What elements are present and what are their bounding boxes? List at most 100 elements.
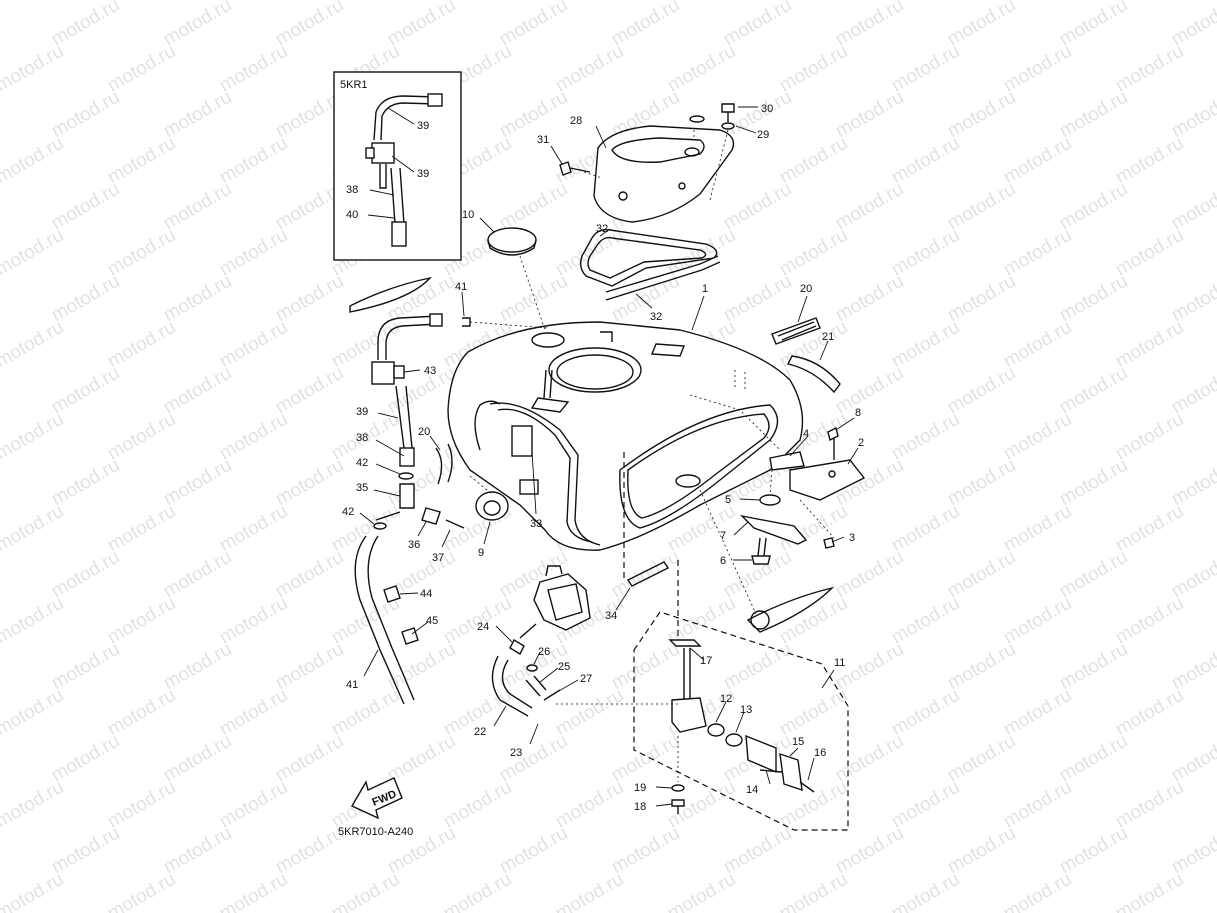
watermark-text: motod.ru — [48, 731, 123, 787]
callout-13: 13 — [740, 704, 752, 716]
watermark-text: motod.ru — [1112, 41, 1187, 97]
callout-4: 4 — [803, 428, 809, 440]
watermark-text: motod.ru — [832, 0, 907, 50]
watermark-text: motod.ru — [832, 179, 907, 235]
watermark-text: motod.ru — [104, 225, 179, 281]
watermark-text: motod.ru — [1056, 639, 1131, 695]
watermark-text: motod.ru — [0, 225, 67, 281]
watermark-text: motod.ru — [160, 363, 235, 419]
watermark-text: motod.ru — [216, 317, 291, 373]
watermark-text: motod.ru — [1056, 0, 1131, 50]
watermark-text: motod.ru — [1000, 41, 1075, 97]
watermark-text: motod.ru — [48, 547, 123, 603]
watermark-text: motod.ru — [384, 731, 459, 787]
watermark-text: motod.ru — [1000, 869, 1075, 913]
watermark-text: motod.ru — [0, 0, 67, 4]
watermark-text: motod.ru — [888, 593, 963, 649]
callout-35: 35 — [356, 482, 368, 494]
watermark-text: motod.ru — [104, 133, 179, 189]
callout-26: 26 — [538, 646, 550, 658]
watermark-text: motod.ru — [944, 87, 1019, 143]
strap — [626, 561, 670, 587]
watermark-text: motod.ru — [496, 0, 571, 50]
callout-15: 15 — [792, 736, 804, 748]
watermark-text: motod.ru — [944, 363, 1019, 419]
watermark-text: motod.ru — [272, 823, 347, 879]
watermark-text: motod.ru — [608, 0, 683, 50]
watermark-text: motod.ru — [496, 731, 571, 787]
watermark-text: motod.ru — [1000, 593, 1075, 649]
callout-3: 3 — [849, 532, 855, 544]
watermark-text: motod.ru — [1000, 777, 1075, 833]
callout-5: 5 — [725, 494, 731, 506]
callout-39: 39 — [356, 406, 368, 418]
watermark-text: motod.ru — [944, 0, 1019, 50]
watermark-text: motod.ru — [1000, 409, 1075, 465]
watermark-text: motod.ru — [160, 731, 235, 787]
watermark-text: motod.ru — [776, 133, 851, 189]
watermark-text: motod.ru — [48, 639, 123, 695]
watermark-text: motod.ru — [1056, 363, 1131, 419]
watermark-text: motod.ru — [1000, 133, 1075, 189]
watermark-text: motod.ru — [216, 501, 291, 557]
callout-14: 14 — [746, 784, 758, 796]
watermark-text: motod.ru — [776, 225, 851, 281]
watermark-text: motod.ru — [272, 639, 347, 695]
callout-33: 33 — [530, 518, 542, 530]
watermark-text: motod.ru — [216, 41, 291, 97]
watermark-text: motod.ru — [1112, 225, 1187, 281]
inset-5kr1: 5KR1 39 39 38 40 — [333, 71, 462, 261]
watermark-text: motod.ru — [272, 547, 347, 603]
watermark-text: motod.ru — [944, 823, 1019, 879]
watermark-text: motod.ru — [160, 823, 235, 879]
watermark-text: motod.ru — [832, 363, 907, 419]
watermark-text: motod.ru — [48, 271, 123, 327]
watermark-text: motod.ru — [944, 547, 1019, 603]
watermark-text: motod.ru — [720, 639, 795, 695]
callout-2: 2 — [858, 437, 864, 449]
watermark-text: motod.ru — [552, 777, 627, 833]
inset-title: 5KR1 — [340, 79, 368, 91]
side-emblem-right — [699, 489, 835, 633]
watermark-text: motod.ru — [552, 685, 627, 741]
callout-31: 31 — [537, 134, 549, 146]
callout-45: 45 — [426, 615, 438, 627]
side-emblem-left — [349, 276, 432, 313]
watermark-text: motod.ru — [104, 41, 179, 97]
watermark-text: motod.ru — [608, 547, 683, 603]
watermark-text: motod.ru — [1056, 179, 1131, 235]
watermark-text: motod.ru — [0, 777, 67, 833]
watermark-text: motod.ru — [0, 41, 67, 97]
watermark-text: motod.ru — [1112, 777, 1187, 833]
watermark-text: motod.ru — [48, 0, 123, 50]
watermark-text: motod.ru — [272, 731, 347, 787]
watermark-text: motod.ru — [832, 823, 907, 879]
callout-16: 16 — [814, 747, 826, 759]
watermark-text: motod.ru — [496, 87, 571, 143]
top-cover — [559, 103, 735, 301]
callout-10: 10 — [462, 209, 474, 221]
callout-30: 30 — [761, 103, 773, 115]
watermark-text: motod.ru — [0, 685, 67, 741]
watermark-text: motod.ru — [608, 823, 683, 879]
watermark-text: motod.ru — [48, 87, 123, 143]
watermark-text: motod.ru — [664, 41, 739, 97]
watermark-text: motod.ru — [552, 41, 627, 97]
watermark-text: motod.ru — [272, 455, 347, 511]
watermark-text: motod.ru — [944, 731, 1019, 787]
callout-36: 36 — [408, 539, 420, 551]
watermark-text: motod.ru — [328, 869, 403, 913]
watermark-text: motod.ru — [160, 639, 235, 695]
watermark-text: motod.ru — [552, 869, 627, 913]
watermark-text: motod.ru — [1056, 455, 1131, 511]
watermark-text: motod.ru — [104, 777, 179, 833]
callout-44: 44 — [420, 588, 432, 600]
rubber-strips — [771, 317, 841, 394]
callout-22: 22 — [474, 726, 486, 738]
watermark-text: motod.ru — [328, 501, 403, 557]
watermark-text: motod.ru — [888, 409, 963, 465]
watermark-text: motod.ru — [1112, 409, 1187, 465]
watermark-text: motod.ru — [0, 869, 67, 913]
callout-38: 38 — [356, 432, 368, 444]
